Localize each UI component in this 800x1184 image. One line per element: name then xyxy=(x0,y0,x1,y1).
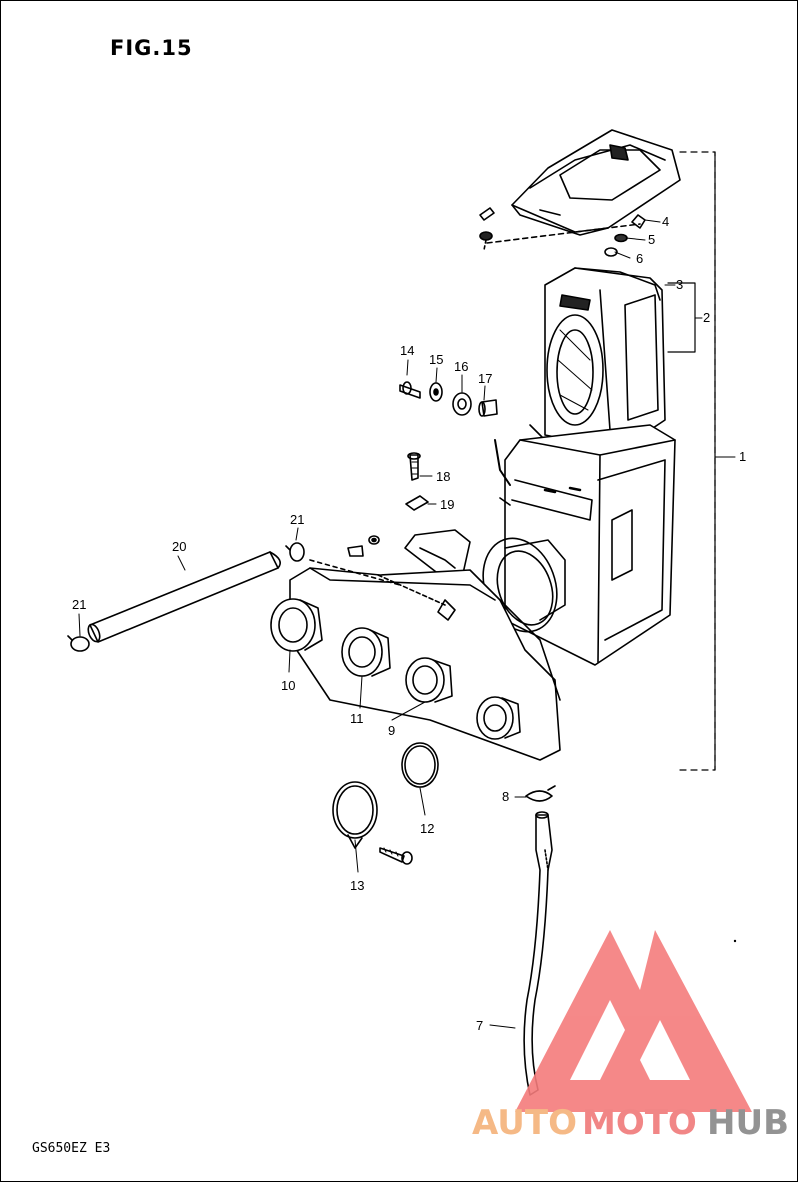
watermark-moto: MOTO xyxy=(582,1103,697,1143)
lid-screw xyxy=(479,207,646,257)
callout-8: 8 xyxy=(502,789,509,804)
clamp-12 xyxy=(401,742,439,788)
callout-20: 20 xyxy=(172,539,186,554)
watermark-auto: AUTO xyxy=(472,1103,577,1143)
hose-clamp-21-a xyxy=(285,542,305,562)
callout-5: 5 xyxy=(648,232,655,247)
boot-4 xyxy=(476,696,521,740)
boot-9 xyxy=(405,657,453,703)
callout-7: 7 xyxy=(476,1018,483,1033)
bolt-18-nut-19 xyxy=(405,452,429,511)
callout-4: 4 xyxy=(662,214,669,229)
model-code: GS650EZ E3 xyxy=(32,1141,111,1156)
callout-12: 12 xyxy=(420,821,434,836)
assembly-bracket-1 xyxy=(679,151,716,771)
clamp-8 xyxy=(525,785,556,802)
filter-element xyxy=(529,267,666,451)
callout-17: 17 xyxy=(478,371,492,386)
callout-21-a: 21 xyxy=(290,512,304,527)
hose-20 xyxy=(87,551,281,643)
callout-11: 11 xyxy=(350,711,364,726)
hose-route-line xyxy=(309,559,401,586)
boot-10 xyxy=(270,598,323,652)
air-box-housing xyxy=(494,424,676,666)
clamp-13 xyxy=(332,781,413,865)
callout-18: 18 xyxy=(436,469,450,484)
callout-21-b: 21 xyxy=(72,597,86,612)
callout-2: 2 xyxy=(703,310,710,325)
watermark-triangle-icon xyxy=(515,930,752,1112)
assembly-bracket-2 xyxy=(667,282,696,353)
leader-lines xyxy=(78,219,736,1029)
bolt-set-14-17 xyxy=(399,381,498,417)
callout-15: 15 xyxy=(429,352,443,367)
air-cleaner-lid xyxy=(511,129,681,236)
figure-title: FIG.15 xyxy=(110,36,193,60)
callout-16: 16 xyxy=(454,359,468,374)
callout-19: 19 xyxy=(440,497,454,512)
callout-1: 1 xyxy=(739,449,746,464)
callout-labels: 1 2 3 4 5 6 7 8 9 10 11 12 13 14 15 16 1… xyxy=(72,214,746,1033)
callout-14: 14 xyxy=(400,343,414,358)
callout-3: 3 xyxy=(676,277,683,292)
boot-11 xyxy=(341,627,391,677)
hose-clamp-21-b xyxy=(67,635,90,652)
callout-6: 6 xyxy=(636,251,643,266)
callout-10: 10 xyxy=(281,678,295,693)
callout-9: 9 xyxy=(388,723,395,738)
speck xyxy=(733,939,737,943)
watermark-logo: AUTO MOTO HUB xyxy=(472,930,789,1143)
callout-13: 13 xyxy=(350,878,364,893)
bracket-screw xyxy=(347,529,471,579)
watermark-hub: HUB xyxy=(707,1103,789,1143)
